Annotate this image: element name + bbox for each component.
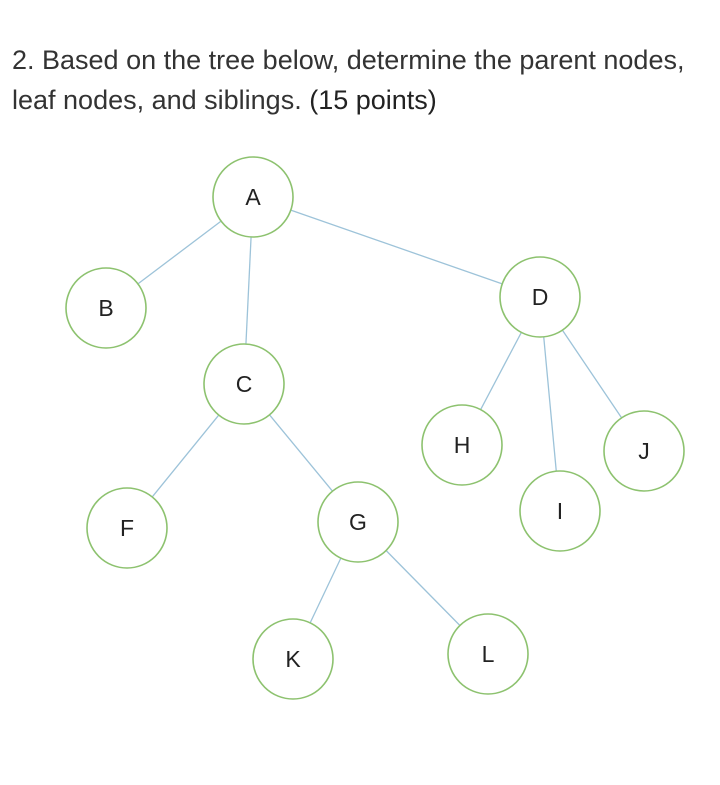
question-text: 2. Based on the tree below, determine th… (12, 40, 712, 120)
node-label: G (349, 509, 367, 535)
edge-d-h (480, 332, 522, 410)
node-c: C (203, 343, 285, 425)
node-k: K (252, 618, 334, 700)
node-i: I (519, 470, 601, 552)
node-a: A (212, 156, 294, 238)
node-label: A (245, 184, 261, 210)
node-g: G (317, 481, 399, 563)
question-points: (15 points) (309, 85, 437, 115)
edge-d-i (543, 336, 557, 472)
edge-g-k (309, 557, 342, 624)
node-circle (86, 487, 168, 569)
node-circle (603, 410, 685, 492)
tree-nodes: A B C D F G H I J K L (65, 156, 685, 700)
node-label: D (532, 284, 549, 310)
node-h: H (421, 404, 503, 486)
node-d: D (499, 256, 581, 338)
tree-edges (137, 209, 623, 626)
question-prompt: 2. Based on the tree below, determine th… (12, 45, 685, 115)
edge-c-f (151, 414, 220, 498)
node-label: H (454, 432, 471, 458)
edge-d-j (561, 329, 623, 419)
node-label: C (236, 371, 253, 397)
node-circle (203, 343, 285, 425)
edge-a-b (137, 220, 222, 285)
node-b: B (65, 267, 147, 349)
edge-g-l (385, 550, 461, 626)
node-circle (252, 618, 334, 700)
node-circle (499, 256, 581, 338)
node-label: L (482, 641, 495, 667)
node-j: J (603, 410, 685, 492)
node-f: F (86, 487, 168, 569)
node-circle (519, 470, 601, 552)
node-circle (212, 156, 294, 238)
node-label: F (120, 515, 134, 541)
node-label: J (638, 438, 650, 464)
node-label: K (285, 646, 301, 672)
node-circle (65, 267, 147, 349)
node-circle (447, 613, 529, 695)
node-label: B (98, 295, 113, 321)
edge-a-d (290, 209, 503, 285)
node-circle (317, 481, 399, 563)
node-l: L (447, 613, 529, 695)
edge-c-g (268, 414, 334, 492)
node-label: I (557, 498, 563, 524)
edge-a-c (245, 236, 252, 345)
node-circle (421, 404, 503, 486)
